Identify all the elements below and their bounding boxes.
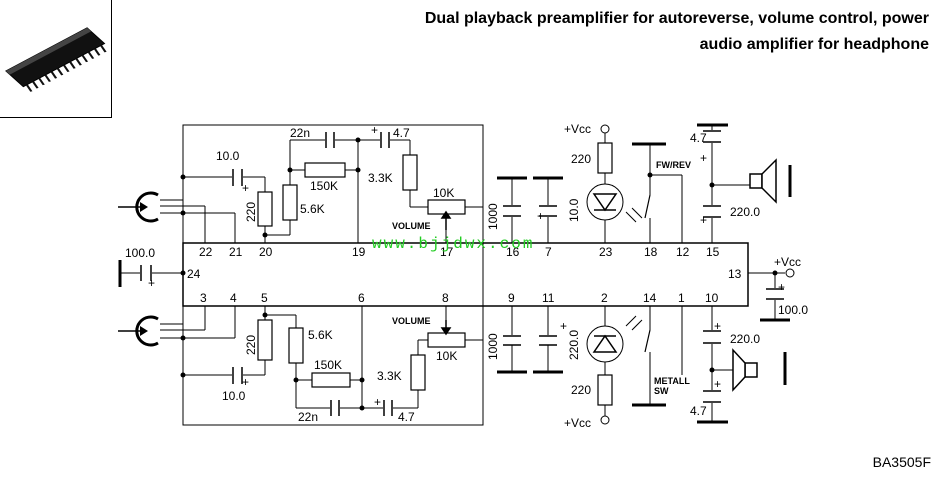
- polarity-plus: +: [714, 319, 721, 333]
- title-line-2: audio amplifier for headphone: [699, 36, 929, 53]
- cap-22n-bottom-label: 22n: [298, 410, 318, 424]
- resistor-150k-bottom: [311, 372, 351, 388]
- resistor-5k6-bottom: [288, 327, 304, 364]
- res-150k-top-label: 150K: [310, 179, 338, 193]
- pin-24: 24: [187, 267, 201, 281]
- pin-12: 12: [676, 245, 690, 259]
- pin-20: 20: [259, 245, 273, 259]
- led-bottom: [586, 315, 643, 363]
- cap-220-out-top-label: 220.0: [730, 205, 760, 219]
- cap-4u7-out-bottom-label: 4.7: [690, 404, 707, 418]
- pin-6: 6: [358, 291, 365, 305]
- pin-3: 3: [200, 291, 207, 305]
- vcc-right-terminal: [785, 268, 795, 278]
- pin-14: 14: [643, 291, 657, 305]
- metall-label: METALL: [654, 376, 690, 386]
- cap-220-bottom-label: 220.0: [567, 330, 581, 360]
- polarity-plus: +: [700, 151, 707, 165]
- vcc-bottom-terminal: [600, 415, 610, 425]
- pin-9: 9: [508, 291, 515, 305]
- pin-15: 15: [706, 245, 720, 259]
- polarity-plus: +: [242, 181, 249, 195]
- resistor-220-top: [257, 191, 273, 227]
- res-220-top-label: 220: [244, 202, 258, 222]
- pin-10: 10: [705, 291, 719, 305]
- res-5k6-bottom-label: 5.6K: [308, 328, 333, 342]
- cap-10-top-label: 10.0: [216, 149, 240, 163]
- part-code: BA3505F: [872, 454, 931, 470]
- pin-19: 19: [352, 245, 366, 259]
- pin-1: 1: [678, 291, 685, 305]
- polarity-plus: +: [778, 280, 785, 294]
- pot-10k-top-label: 10K: [433, 186, 454, 200]
- pin-13: 13: [728, 267, 742, 281]
- soic-chip-icon: [5, 27, 107, 92]
- resistor-220-led-top: [597, 142, 613, 174]
- cap-1000-top-label: 1000: [486, 203, 500, 230]
- resistor-3k3-bottom: [410, 354, 426, 391]
- input-jack-top: [118, 191, 159, 223]
- pin-4: 4: [230, 291, 237, 305]
- speaker-bottom-icon: [732, 348, 758, 392]
- volume-bottom-label: VOLUME: [392, 316, 431, 326]
- pot-10k-bottom-label: 10K: [436, 349, 457, 363]
- sw-label: SW: [654, 386, 669, 396]
- pin-7: 7: [545, 245, 552, 259]
- resistor-150k-top: [304, 162, 346, 178]
- pin-21: 21: [229, 245, 243, 259]
- vcc-bottom-label: +Vcc: [564, 416, 591, 430]
- cap-4u7-top-label: 4.7: [393, 126, 410, 140]
- polarity-plus: +: [700, 213, 707, 227]
- cap-4u7-out-top-label: 4.7: [690, 131, 707, 145]
- cap-1000-bottom-label: 1000: [486, 333, 500, 360]
- pot-10k-bottom: [427, 332, 466, 348]
- pin-5: 5: [261, 291, 268, 305]
- ic-package-thumbnail: [0, 0, 112, 118]
- res-220-bottom-label: 220: [244, 335, 258, 355]
- polarity-plus: +: [714, 377, 721, 391]
- watermark-text: www.bjjdwx.com: [372, 235, 534, 253]
- pin-18: 18: [644, 245, 658, 259]
- resistor-5k6-top: [282, 184, 298, 221]
- pin-16: 16: [506, 245, 520, 259]
- cap-22n-top-label: 22n: [290, 126, 310, 140]
- res-150k-bottom-label: 150K: [314, 358, 342, 372]
- polarity-plus: +: [560, 319, 567, 333]
- vcc-top-label: +Vcc: [564, 122, 591, 136]
- vcc-top-terminal: [600, 124, 610, 134]
- led-top: [586, 183, 643, 223]
- polarity-plus: +: [371, 123, 378, 137]
- title-line-1: Dual playback preamplifier for autorever…: [424, 10, 929, 27]
- cap-4u7-bottom-label: 4.7: [398, 410, 415, 424]
- pin-17: 17: [440, 245, 454, 259]
- pin-8: 8: [442, 291, 449, 305]
- pin-23: 23: [599, 245, 613, 259]
- pin-2: 2: [601, 291, 608, 305]
- cap-10-bottom-label: 10.0: [222, 389, 246, 403]
- polarity-plus: +: [537, 209, 544, 223]
- volume-top-label: VOLUME: [392, 221, 431, 231]
- cap-100-left-label: 100.0: [125, 246, 155, 260]
- input-jack-bottom: [118, 315, 159, 347]
- res-220-led-top-label: 220: [571, 152, 591, 166]
- polarity-plus: +: [148, 276, 155, 290]
- res-5k6-top-label: 5.6K: [300, 202, 325, 216]
- res-3k3-bottom-label: 3.3K: [377, 369, 402, 383]
- polarity-plus: +: [374, 395, 381, 409]
- cap-100-right-label: 100.0: [778, 303, 808, 317]
- resistor-220-bottom: [257, 319, 273, 361]
- pin-11: 11: [542, 291, 555, 305]
- pin-22: 22: [199, 245, 213, 259]
- cap-10-pin7-label: 10.0: [567, 198, 581, 222]
- res-3k3-top-label: 3.3K: [368, 171, 393, 185]
- res-220-led-bottom-label: 220: [571, 383, 591, 397]
- speaker-top-icon: [749, 158, 777, 204]
- cap-220-out-bottom-label: 220.0: [730, 332, 760, 346]
- polarity-plus: +: [242, 375, 249, 389]
- resistor-220-led-bottom: [597, 374, 613, 406]
- resistor-3k3-top: [402, 154, 418, 191]
- vcc-right-label: +Vcc: [774, 255, 801, 269]
- fwrev-label: FW/REV: [656, 160, 691, 170]
